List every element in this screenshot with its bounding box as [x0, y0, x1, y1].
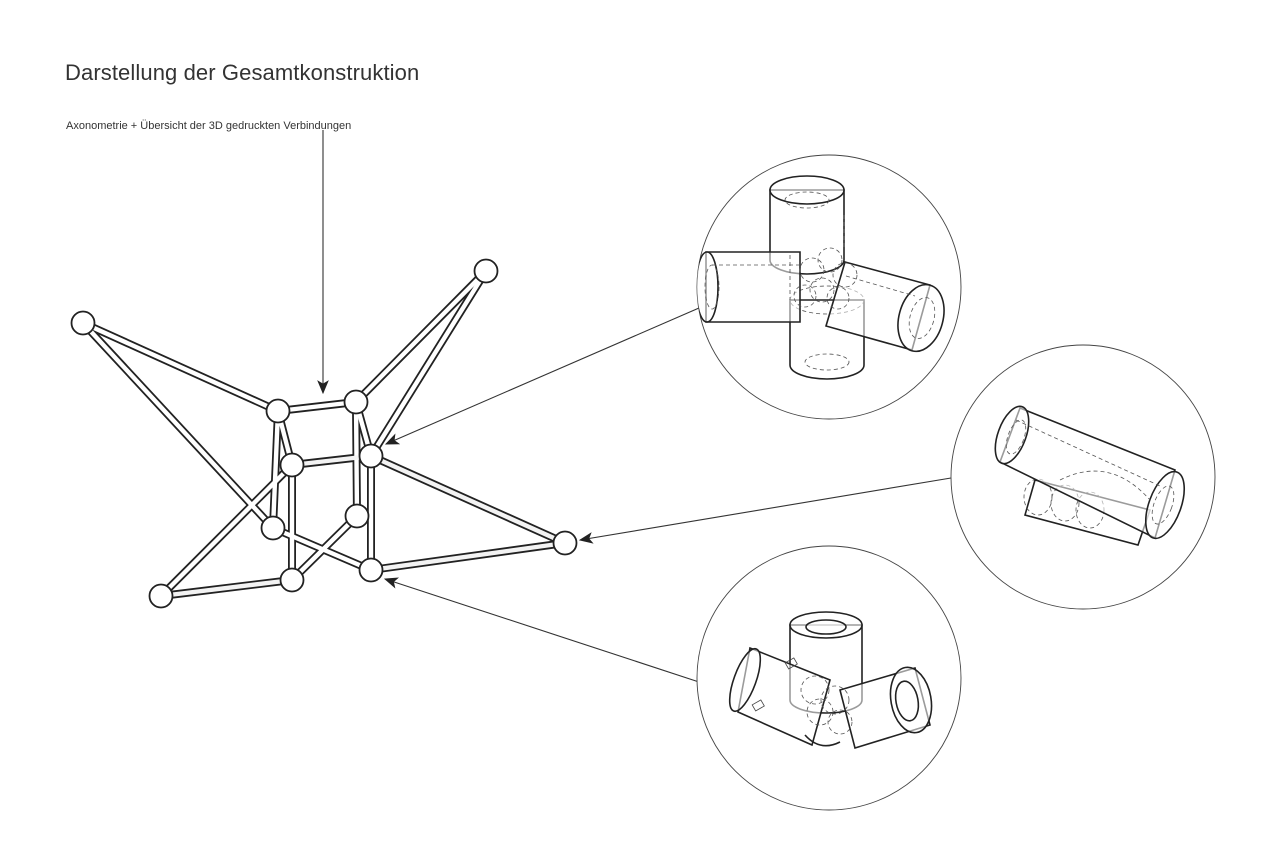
arrow-detail-2: [578, 477, 952, 544]
frame-nodes: [70, 258, 578, 609]
node: [552, 530, 578, 556]
page-title: Darstellung der Gesamtkonstruktion: [65, 60, 420, 85]
arrow-detail-3: [383, 577, 700, 683]
connector-detail-3way: [696, 545, 962, 811]
node: [358, 443, 384, 469]
node: [265, 398, 291, 424]
leader-arrows: [317, 130, 952, 683]
node: [260, 515, 286, 541]
page-subtitle: Axonometrie + Übersicht der 3D gedruckte…: [66, 120, 352, 132]
node: [279, 452, 305, 478]
node: [343, 389, 369, 415]
node: [344, 503, 370, 529]
connector-detail-2way: [950, 344, 1216, 610]
frame-rods: [79, 267, 569, 600]
connector-detail-4way: [696, 154, 962, 420]
node: [148, 583, 174, 609]
node: [70, 310, 96, 336]
node: [358, 557, 384, 583]
node: [279, 567, 305, 593]
node: [473, 258, 499, 284]
arrow-detail-1: [384, 307, 700, 445]
